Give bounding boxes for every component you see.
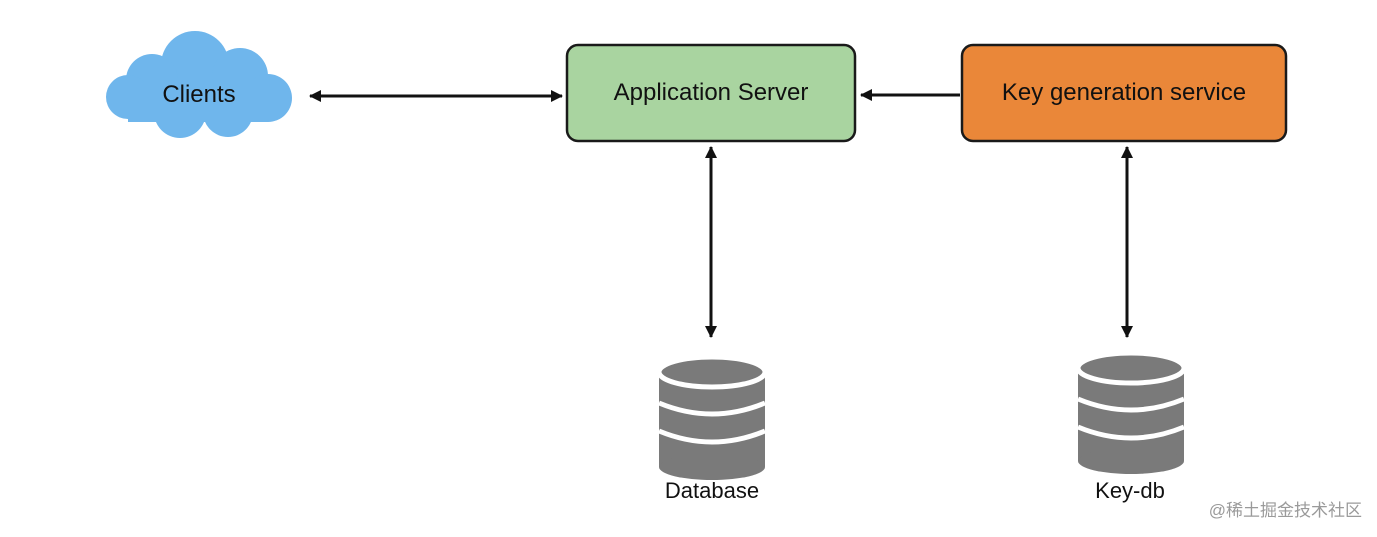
key-generation-service-label: Key generation service <box>1002 79 1246 106</box>
application-server-box <box>565 43 857 143</box>
application-server-node: Application Server <box>565 43 857 143</box>
key-db-label: Key-db <box>1095 478 1165 503</box>
clients-node: Clients <box>106 31 292 138</box>
clients-label: Clients <box>162 81 235 108</box>
key-generation-service-node: Key generation service <box>960 43 1288 143</box>
database-label: Database <box>665 478 759 503</box>
key-db-node: Key-db <box>1075 350 1187 503</box>
database-node: Database <box>656 354 768 503</box>
key-generation-service-box <box>960 43 1288 143</box>
cloud-icon <box>106 31 292 138</box>
application-server-label: Application Server <box>614 79 809 106</box>
watermark: @稀土掘金技术社区 <box>1209 501 1362 520</box>
database-icon <box>1075 350 1187 474</box>
database-icon <box>656 354 768 480</box>
